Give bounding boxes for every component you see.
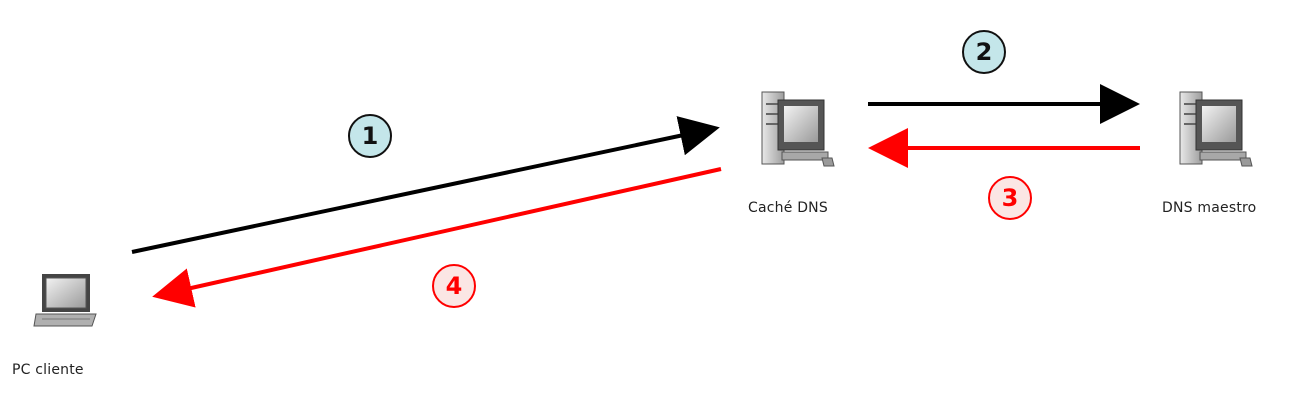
step-badge-4: 4 <box>432 264 476 308</box>
laptop-icon <box>33 274 97 327</box>
arrow-step-1 <box>131 116 720 254</box>
step-badge-1: 1 <box>348 114 392 158</box>
node-label-client: PC cliente <box>12 362 84 378</box>
step-badge-2: 2 <box>962 30 1006 74</box>
step-badge-3: 3 <box>988 176 1032 220</box>
arrow-step-4 <box>152 167 722 308</box>
computer-icon-master <box>1179 91 1253 167</box>
computer-icon-cache <box>761 91 835 167</box>
node-label-cache: Caché DNS <box>748 200 828 216</box>
node-label-master: DNS maestro <box>1162 200 1257 216</box>
